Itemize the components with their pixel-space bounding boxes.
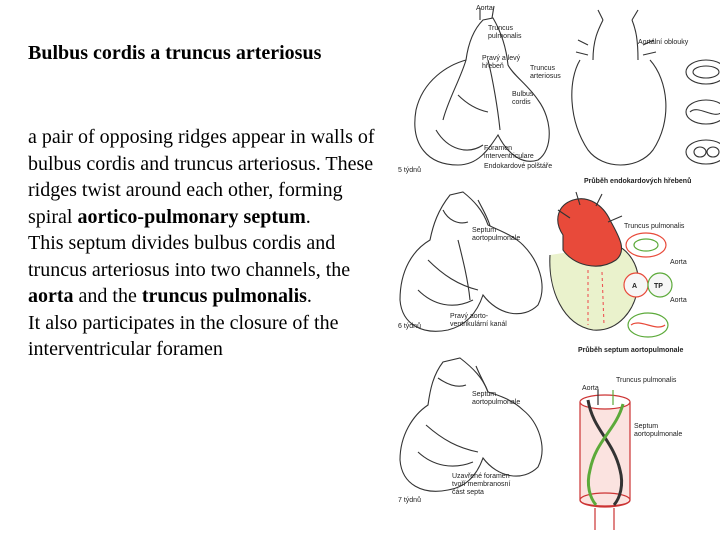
paragraph-1-text: a pair of opposing ridges appear in wall… [28, 126, 375, 228]
label-truncus-arteriosus-b: arteriosus [530, 73, 561, 80]
label-septum-4a: Septum [634, 423, 658, 430]
paragraph-2-and: and the [73, 285, 142, 307]
slide-title: Bulbus cordis a truncus arteriosus [28, 42, 322, 64]
label-truncus-arteriosus-a: Truncus [530, 65, 556, 72]
caption-septum-aortopulmonale: Průběh septum aortopulmonale [578, 346, 684, 354]
term-truncus-pulmonalis: truncus pulmonalis [141, 285, 307, 307]
label-foramen-b: interventriculare [484, 153, 534, 160]
label-aorta-top: Aorta [476, 5, 493, 12]
label-truncus-pulmonalis-b: pulmonalis [488, 33, 522, 40]
paragraph-2: This septum divides bulbus cordis and tr… [28, 232, 350, 307]
label-week-7: 7 týdnů [398, 496, 421, 504]
paragraph-2-end: . [306, 285, 312, 307]
label-uzavrene-c: část septa [452, 489, 484, 496]
heart-7-weeks [399, 357, 543, 492]
paragraph-2-text: This septum divides bulbus cordis and tr… [28, 232, 351, 281]
label-pravy-b: hřebeň [482, 63, 504, 70]
truncus-arteriosus-5-weeks [571, 9, 667, 166]
label-uzavrene-b: tvoří membranosní [452, 481, 510, 488]
caption-endokardove-hrebeny: Průběh endokardových hřebenů [584, 177, 691, 185]
label-septum-4b: aortopulmonale [634, 431, 682, 438]
heart-figure-svg: Aorta Truncus pulmonalis Pravý a levý hř… [398, 5, 720, 530]
label-septum-3b: aortopulmonale [472, 399, 520, 406]
label-pravy-kanal-b: ventrikulární kanál [450, 321, 507, 328]
label-septum-ap-b: aortopulmonale [472, 235, 520, 242]
term-aorta: aorta [28, 285, 74, 307]
label-uzavrene-a: Uzavřené foramen [452, 473, 510, 480]
label-truncus-pulmonalis-2: Truncus pulmonalis [624, 223, 685, 230]
label-pravy-kanal-a: Pravý aorto- [450, 313, 489, 320]
cross-sections-6-weeks [623, 232, 673, 338]
label-bulbus-a: Bulbus [512, 91, 534, 98]
label-endokardove: Endokardové polštáře [484, 163, 552, 170]
label-septum-3a: Septum [472, 391, 496, 398]
heart-5-weeks [414, 5, 550, 166]
label-aortalni-oblouky: Aortální oblouky [638, 39, 689, 46]
paragraph-1: a pair of opposing ridges appear in wall… [28, 126, 375, 228]
label-aorta-2: Aorta [670, 259, 687, 266]
label-aorta-3: Aorta [670, 297, 687, 304]
paragraph-3: It also participates in the closure of t… [28, 311, 339, 361]
label-aorta-4: Aorta [582, 385, 599, 392]
label-foramen-a: Foramen [484, 145, 512, 152]
term-aortico-pulmonary-septum: aortico-pulmonary septum [77, 205, 306, 228]
label-week-5: 5 týdnů [398, 166, 421, 174]
label-septum-ap-a: Septum [472, 227, 496, 234]
label-pravy-a: Pravý a levý [482, 55, 521, 62]
label-bulbus-b: cordis [512, 99, 531, 106]
heart-6-weeks [399, 191, 543, 332]
paragraph-1-end: . [305, 205, 311, 228]
septum-model-6-weeks [549, 191, 639, 331]
heart-development-figure: Aorta Truncus pulmonalis Pravý a levý hř… [388, 0, 720, 540]
label-truncus-pulmonalis-3: Truncus pulmonalis [616, 377, 677, 384]
slide-body: a pair of opposing ridges appear in wall… [28, 124, 376, 363]
label-circle-tp: TP [654, 283, 663, 290]
label-week-6: 6 týdnů [398, 322, 421, 330]
label-truncus-pulmonalis-a: Truncus [488, 25, 514, 32]
cross-sections-5-weeks [685, 59, 720, 165]
label-circle-a: A [632, 283, 637, 290]
cylinder-model-7-weeks [579, 390, 631, 530]
